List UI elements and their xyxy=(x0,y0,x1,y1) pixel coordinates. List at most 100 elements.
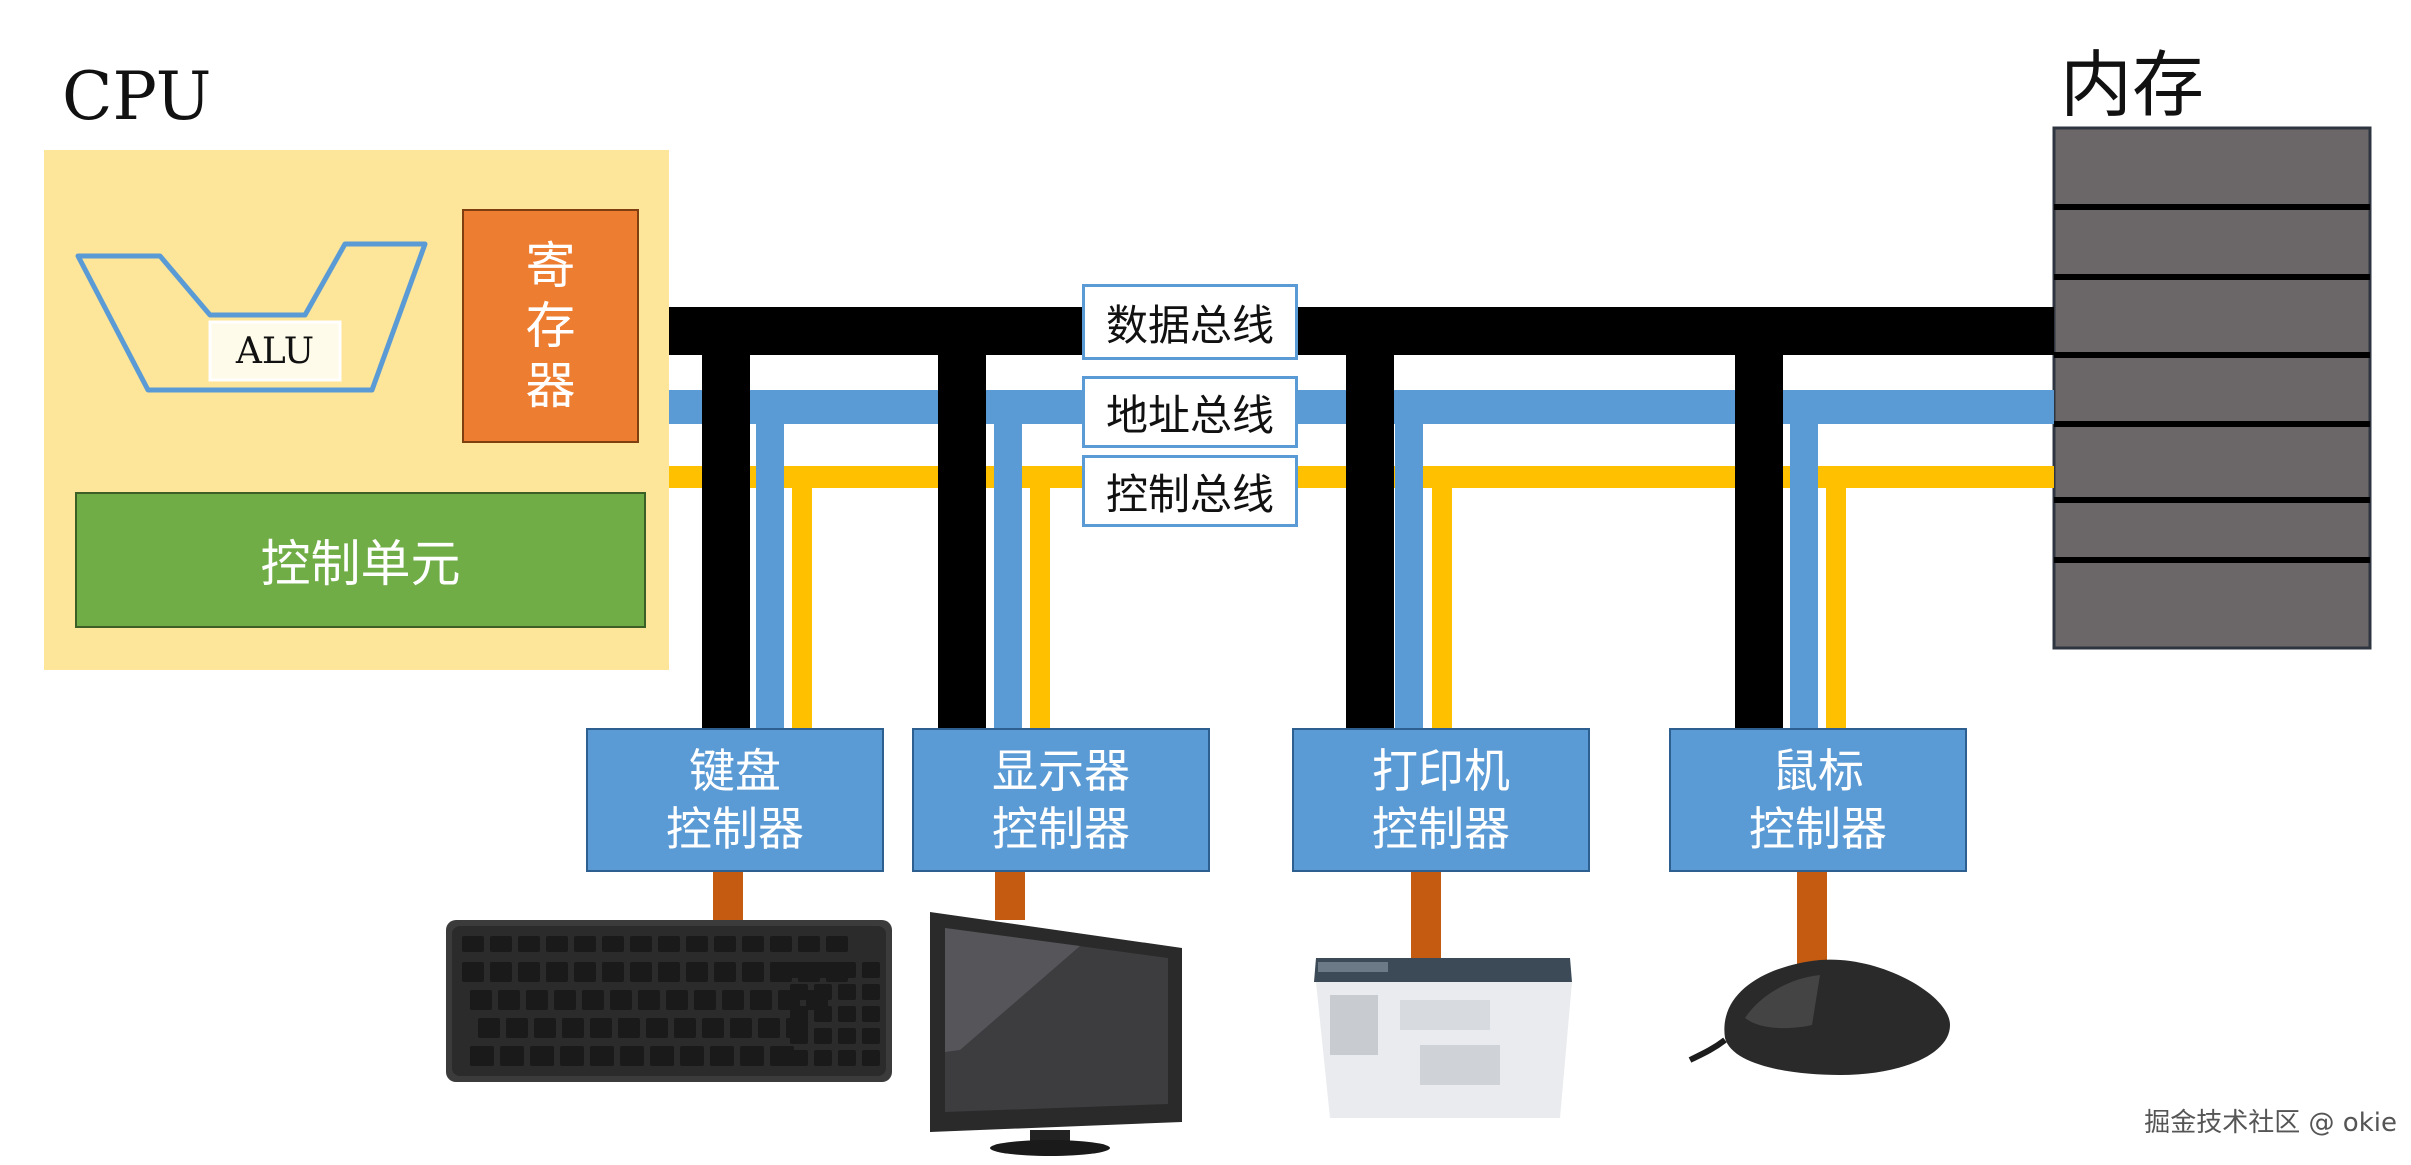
keyboard-key xyxy=(526,990,548,1010)
keyboard-key xyxy=(798,936,820,952)
keyboard-numpad-key xyxy=(838,1006,856,1022)
keyboard-key xyxy=(534,1018,556,1038)
data-bus xyxy=(669,307,2054,728)
keyboard-key xyxy=(560,1046,584,1066)
keyboard-key xyxy=(714,936,736,952)
keyboard-numpad-key xyxy=(862,1028,880,1044)
keyboard-key xyxy=(630,936,652,952)
keyboard-key xyxy=(462,962,484,982)
keyboard-key xyxy=(618,1018,640,1038)
keyboard-key xyxy=(498,990,520,1010)
keyboard-key xyxy=(610,990,632,1010)
memory-title: 内存 xyxy=(2060,43,2205,127)
keyboard-key xyxy=(758,1018,780,1038)
keyboard-key xyxy=(770,962,792,982)
keyboard-key xyxy=(710,1046,734,1066)
address-bus-label: 地址总线 xyxy=(1082,376,1298,448)
alu-shape xyxy=(75,241,428,393)
keyboard-key xyxy=(490,962,512,982)
keyboard-key xyxy=(666,990,688,1010)
keyboard-key xyxy=(470,1046,494,1066)
keyboard-numpad-key xyxy=(790,962,808,978)
keyboard-key xyxy=(686,936,708,952)
keyboard-numpad-key xyxy=(790,1028,808,1044)
keyboard-key xyxy=(826,936,848,952)
keyboard-icon xyxy=(446,920,892,1082)
keyboard-key xyxy=(740,1046,764,1066)
keyboard-controller-line2: 控制器 xyxy=(666,802,804,856)
keyboard-numpad-key xyxy=(862,1050,880,1066)
printer-controller-line2: 控制器 xyxy=(1372,802,1510,856)
monitor-controller-line1: 显示器 xyxy=(992,744,1130,798)
keyboard-key xyxy=(590,1046,614,1066)
control-bus-label: 控制总线 xyxy=(1082,455,1298,527)
keyboard-key xyxy=(686,962,708,982)
printer-controller: 打印机 控制器 xyxy=(1292,728,1590,872)
printer-icon xyxy=(1314,958,1572,1118)
register-label: 寄 存 器 xyxy=(525,237,576,415)
keyboard-key xyxy=(530,1046,554,1066)
keyboard-controller-line1: 键盘 xyxy=(689,744,781,798)
keyboard-numpad-key xyxy=(790,1006,808,1022)
mouse-icon xyxy=(1688,959,1950,1075)
keyboard-numpad-key xyxy=(862,984,880,1000)
keyboard-numpad-key xyxy=(814,1050,832,1066)
keyboard-key xyxy=(470,990,492,1010)
keyboard-key xyxy=(674,1018,696,1038)
alu-label-box xyxy=(208,320,342,382)
keyboard-key xyxy=(714,962,736,982)
keyboard-numpad-key xyxy=(838,984,856,1000)
keyboard-numpad-key xyxy=(814,984,832,1000)
keyboard-key xyxy=(658,936,680,952)
keyboard-numpad-key xyxy=(838,1050,856,1066)
keyboard-key xyxy=(518,962,540,982)
keyboard-numpad-key xyxy=(814,1028,832,1044)
keyboard-key xyxy=(462,936,484,952)
keyboard-key xyxy=(602,962,624,982)
keyboard-key xyxy=(518,936,540,952)
data-bus-label: 数据总线 xyxy=(1082,284,1298,360)
control-unit-label: 控制单元 xyxy=(260,535,461,593)
keyboard-numpad-key xyxy=(790,1050,808,1066)
keyboard-key xyxy=(546,936,568,952)
keyboard-key xyxy=(770,936,792,952)
keyboard-key xyxy=(562,1018,584,1038)
keyboard-key xyxy=(620,1046,644,1066)
keyboard-numpad-key xyxy=(838,1028,856,1044)
alu-label: ALU xyxy=(235,330,315,372)
printer-controller-line1: 打印机 xyxy=(1372,744,1510,798)
watermark: 掘金技术社区 @ okie xyxy=(2144,1108,2397,1138)
keyboard-key xyxy=(702,1018,724,1038)
memory-block xyxy=(2052,126,2372,650)
keyboard-key xyxy=(646,1018,668,1038)
keyboard-key xyxy=(638,990,660,1010)
keyboard-key xyxy=(602,936,624,952)
mouse-controller: 鼠标 控制器 xyxy=(1669,728,1967,872)
keyboard-key xyxy=(506,1018,528,1038)
keyboard-key xyxy=(680,1046,704,1066)
keyboard-key xyxy=(630,962,652,982)
keyboard-key xyxy=(500,1046,524,1066)
keyboard-controller: 键盘 控制器 xyxy=(586,728,884,872)
keyboard-numpad-key xyxy=(790,984,808,1000)
keyboard-key xyxy=(478,1018,500,1038)
keyboard-numpad-key xyxy=(814,1006,832,1022)
keyboard-key xyxy=(574,962,596,982)
keyboard-numpad-key xyxy=(862,1006,880,1022)
keyboard-key xyxy=(490,936,512,952)
keyboard-key xyxy=(582,990,604,1010)
keyboard-numpad-key xyxy=(814,962,832,978)
keyboard-numpad-key xyxy=(838,962,856,978)
keyboard-key xyxy=(730,1018,752,1038)
mouse-controller-line2: 控制器 xyxy=(1749,802,1887,856)
keyboard-key xyxy=(650,1046,674,1066)
keyboard-key xyxy=(770,1046,794,1066)
keyboard-key xyxy=(554,990,576,1010)
monitor-icon xyxy=(930,912,1182,1156)
keyboard-key xyxy=(742,962,764,982)
keyboard-key xyxy=(750,990,772,1010)
register-block xyxy=(462,209,639,443)
control-unit-block xyxy=(75,492,646,628)
cpu-title: CPU xyxy=(62,58,212,135)
